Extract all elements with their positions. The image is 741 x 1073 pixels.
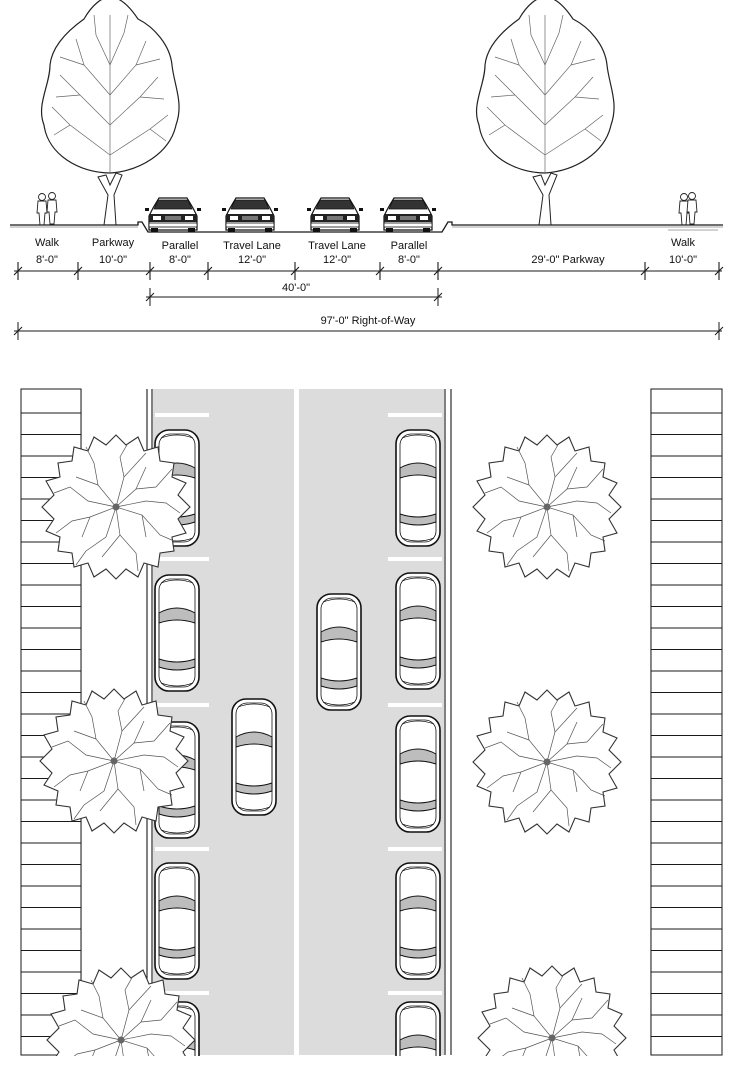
car-top-icon bbox=[395, 429, 441, 547]
plan-view bbox=[0, 388, 741, 1073]
segment-dim: 29'-0" Parkway bbox=[531, 254, 605, 266]
row-dimension-line bbox=[13, 322, 724, 340]
segment-name: Walk bbox=[35, 237, 60, 249]
car-top-icon bbox=[154, 574, 200, 692]
car-front-icon bbox=[379, 197, 437, 233]
segment-name: Travel Lane bbox=[223, 240, 281, 252]
car-top-icon bbox=[395, 862, 441, 980]
segment-dim: 10'-0" bbox=[669, 254, 697, 266]
car-top-icon bbox=[395, 715, 441, 833]
elevation-tree-icon bbox=[40, 0, 180, 226]
segment-name: Travel Lane bbox=[308, 240, 366, 252]
median-gap bbox=[294, 389, 299, 1055]
car-top-icon bbox=[231, 698, 277, 816]
roadway-dimension-label: 40'-0" bbox=[282, 282, 310, 294]
segment-name: Parkway bbox=[92, 237, 135, 249]
roadway-dimension-line bbox=[145, 288, 443, 306]
car-front-icon bbox=[144, 197, 202, 233]
segment-dim: 8'-0" bbox=[169, 254, 191, 266]
row-dimension-label: 97'-0" Right-of-Way bbox=[321, 315, 416, 327]
car-front-icon bbox=[306, 197, 364, 233]
segment-dimension-line bbox=[13, 262, 724, 280]
segment-dims: 8'-0" 10'-0" 8'-0" 12'-0" 12'-0" 8'-0" 2… bbox=[36, 254, 697, 266]
car-top-icon bbox=[316, 593, 362, 711]
pedestrian-icon bbox=[678, 192, 698, 226]
plan-tree-icon bbox=[472, 689, 622, 835]
elevation-tree-icon bbox=[475, 0, 615, 226]
section-view: Walk Parkway Parallel Travel Lane Travel… bbox=[10, 0, 724, 340]
plan-tree-icon bbox=[472, 434, 622, 580]
segment-dim: 10'-0" bbox=[99, 254, 127, 266]
car-top-icon bbox=[395, 572, 441, 690]
segment-name: Parallel bbox=[162, 240, 199, 252]
segment-dim: 12'-0" bbox=[323, 254, 351, 266]
segment-name: Walk bbox=[671, 237, 696, 249]
sidewalk-right bbox=[650, 388, 723, 1056]
segment-dim: 8'-0" bbox=[398, 254, 420, 266]
parking-stripes bbox=[155, 413, 442, 995]
segment-names: Walk Parkway Parallel Travel Lane Travel… bbox=[35, 237, 696, 252]
segment-dim: 8'-0" bbox=[36, 254, 58, 266]
bottom-margin bbox=[0, 1056, 741, 1073]
segment-dim: 12'-0" bbox=[238, 254, 266, 266]
car-top-icon bbox=[154, 862, 200, 980]
ground-line bbox=[10, 221, 723, 233]
car-front-icon bbox=[221, 197, 279, 233]
segment-name: Parallel bbox=[391, 240, 428, 252]
pedestrian-icon bbox=[36, 192, 58, 226]
